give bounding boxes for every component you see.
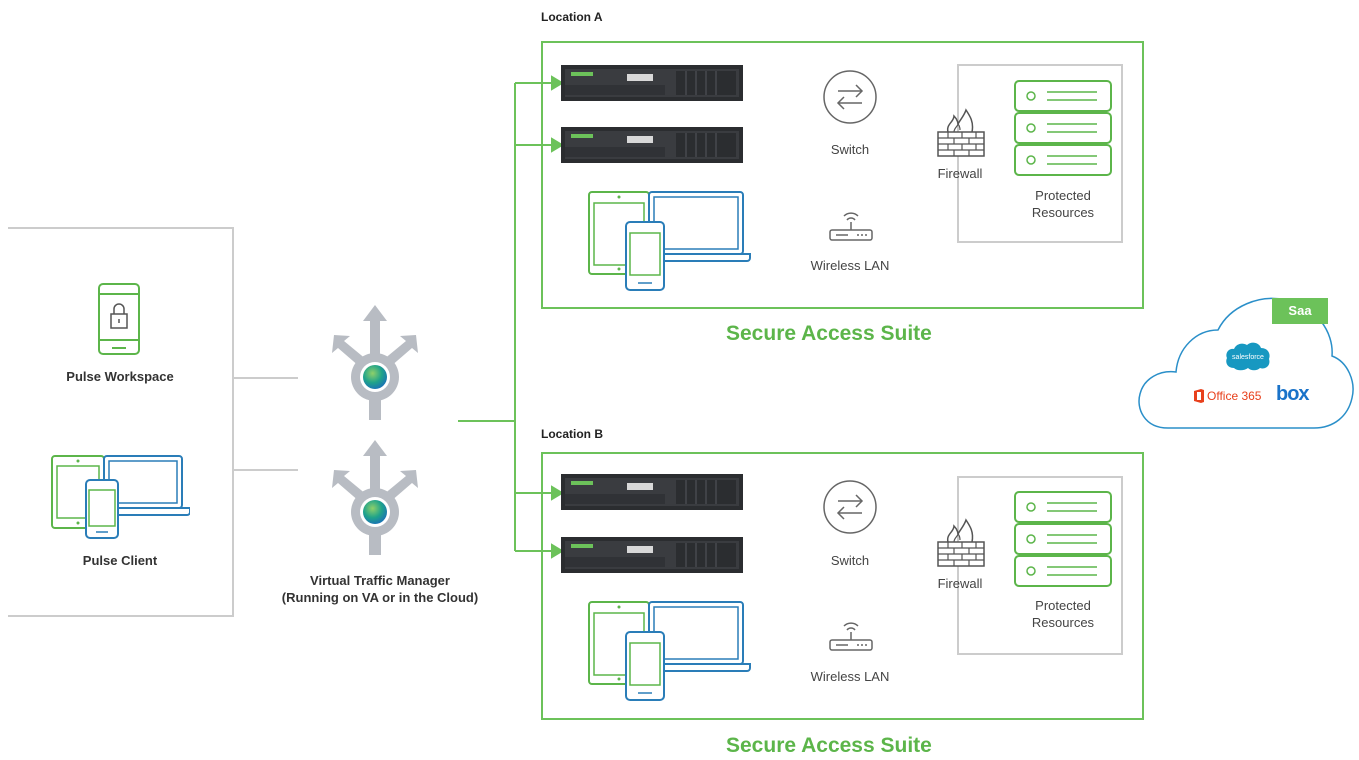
resources-label-line1: Protected [1035, 598, 1091, 613]
location-a-box [541, 41, 1144, 309]
mobile-lock-icon [97, 282, 143, 357]
office-icon [1194, 389, 1204, 403]
switch-icon [822, 69, 878, 125]
saas-badge: Saa [1272, 298, 1328, 324]
svg-text:salesforce: salesforce [1232, 354, 1264, 361]
server-appliance-icon [561, 537, 743, 573]
server-stack-icon [1013, 79, 1113, 179]
devices-icon [586, 188, 752, 294]
location-b-title: Location B [541, 427, 603, 441]
traffic-manager-icon [330, 440, 420, 555]
vtm-label-line1: Virtual Traffic Manager [310, 573, 450, 588]
client-label: Pulse Client [82, 553, 158, 568]
switch-label: Switch [830, 142, 870, 157]
salesforce-logo: salesforce [1224, 340, 1272, 372]
firewall-label: Firewall [937, 576, 983, 591]
switch-icon [822, 479, 878, 535]
secure-access-suite-label: Secure Access Suite [726, 322, 932, 345]
wireless-router-icon [828, 202, 874, 242]
vtm-label-line2: (Running on VA or in the Cloud) [281, 590, 479, 605]
traffic-manager-icon [330, 305, 420, 420]
resources-label-line1: Protected [1035, 188, 1091, 203]
server-stack-icon [1013, 490, 1113, 590]
office365-logo: Office 365 [1194, 388, 1261, 404]
wireless-label: Wireless LAN [810, 258, 890, 273]
box-logo: box [1276, 383, 1310, 405]
firewall-icon [936, 108, 986, 158]
devices-icon [48, 452, 190, 542]
office365-text: Office 365 [1207, 389, 1262, 403]
server-appliance-icon [561, 127, 743, 163]
server-appliance-icon [561, 474, 743, 510]
workspace-label: Pulse Workspace [66, 369, 174, 384]
resources-label-line2: Resources [1031, 615, 1095, 630]
location-b-box [541, 452, 1144, 720]
secure-access-suite-label: Secure Access Suite [726, 734, 932, 757]
wireless-router-icon [828, 612, 874, 652]
firewall-icon [936, 518, 986, 568]
devices-icon [586, 598, 752, 704]
resources-label-line2: Resources [1031, 205, 1095, 220]
client-panel [8, 227, 234, 617]
firewall-label: Firewall [937, 166, 983, 181]
switch-label: Switch [830, 553, 870, 568]
location-a-title: Location A [541, 10, 603, 24]
server-appliance-icon [561, 65, 743, 101]
wireless-label: Wireless LAN [810, 669, 890, 684]
